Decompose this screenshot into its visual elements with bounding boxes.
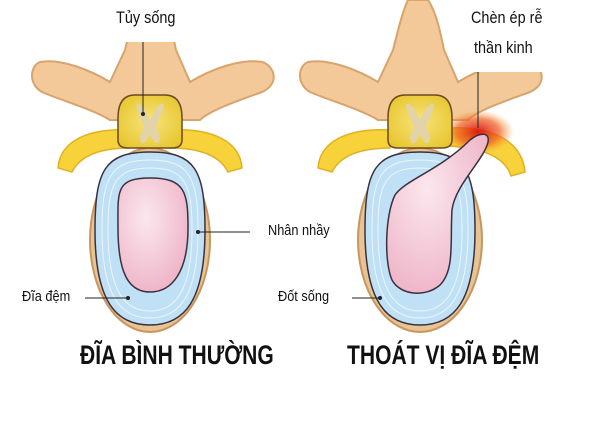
inflammation-glow — [442, 110, 514, 154]
nucleus-normal — [117, 177, 189, 293]
vertebra-label: Đốt sống — [278, 288, 330, 305]
annulus-rings-2 — [371, 159, 469, 319]
nucleus-label: Nhân nhầy — [268, 222, 330, 239]
herniated-nucleus — [385, 133, 489, 294]
herniated-disc-title: THOÁT VỊ ĐĨA ĐỆM — [347, 340, 540, 370]
annulus-rings — [101, 159, 199, 319]
normal-spine-illustration — [31, 0, 275, 333]
gray-matter-herniated — [406, 103, 434, 144]
normal-disc-title: ĐĨA BÌNH THƯỜNG — [80, 340, 274, 370]
nerve-compression-label-box — [457, 0, 549, 72]
disc-label: Đĩa đệm — [22, 288, 71, 305]
herniated-spine-illustration — [299, 0, 543, 333]
spinal-cord-label-box — [98, 0, 190, 42]
nerve-compression-label-line1: Chèn ép rễ — [471, 8, 543, 27]
spinal-cord-label: Tủy sống — [116, 8, 176, 27]
nerve-compression-label-line2: thần kinh — [474, 38, 533, 57]
